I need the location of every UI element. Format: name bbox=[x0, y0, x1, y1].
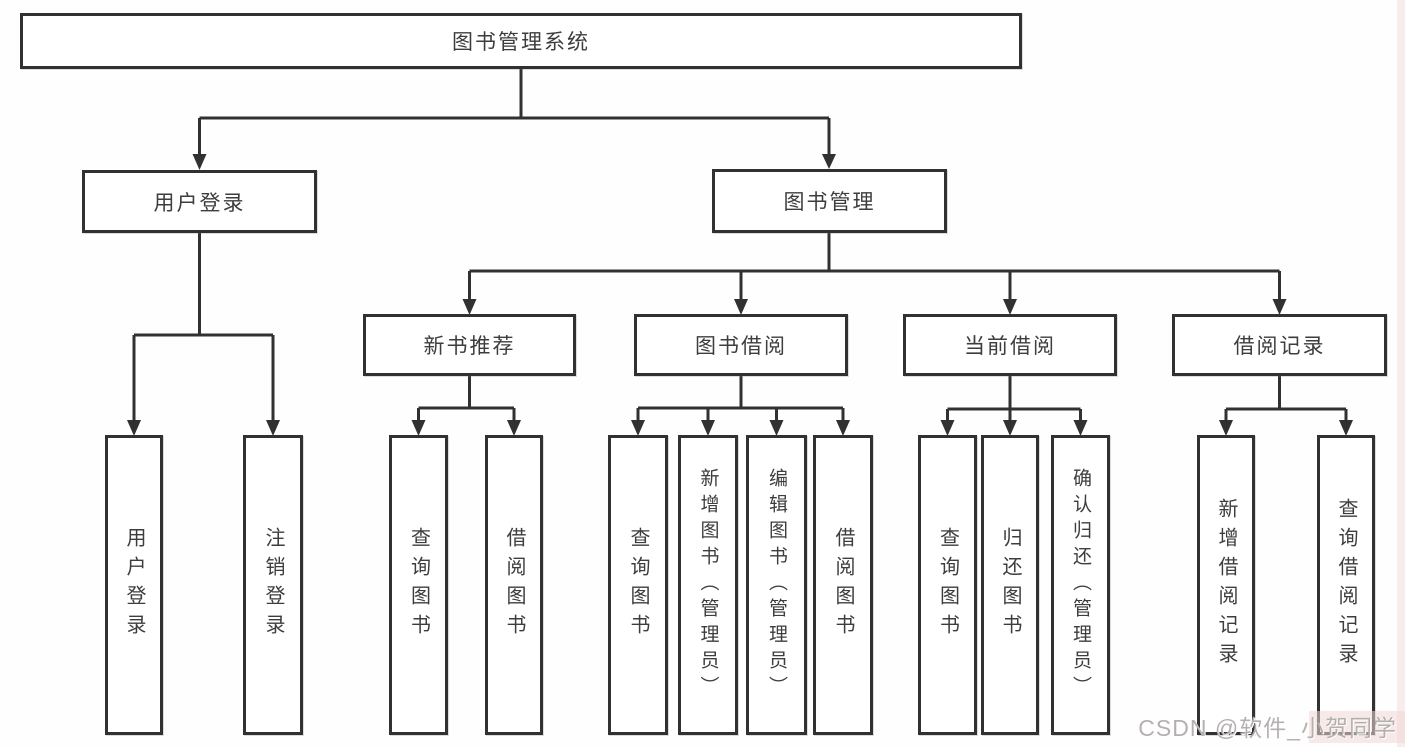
node-query-books-recommend-label: 查询图书 bbox=[407, 527, 430, 643]
arrowheads-level2 bbox=[192, 154, 836, 170]
node-new-book-recommendation: 新书推荐 bbox=[363, 314, 576, 376]
node-query-books-borrow-label: 查询图书 bbox=[627, 527, 649, 643]
node-return-books-label: 归还图书 bbox=[999, 527, 1021, 643]
node-borrow-books-recommend-label: 借阅图书 bbox=[503, 527, 525, 643]
node-logout: 注销登录 bbox=[243, 435, 303, 735]
node-add-books-admin: 新增图书（管理员） bbox=[678, 435, 738, 735]
watermark: CSDN @软件_小贺同学 bbox=[1138, 715, 1397, 741]
node-borrow-books-recommend: 借阅图书 bbox=[485, 435, 543, 735]
node-borrowing-records-label: 借阅记录 bbox=[1233, 335, 1326, 358]
arrowheads-borrowing-records-children bbox=[1219, 420, 1353, 436]
arrowheads-user-login-children bbox=[127, 420, 280, 436]
connector-book-management-children bbox=[468, 233, 1281, 300]
node-query-borrow-record: 查询借阅记录 bbox=[1317, 435, 1375, 735]
node-borrow-books-label: 借阅图书 bbox=[832, 527, 854, 643]
node-query-books-borrow: 查询图书 bbox=[608, 435, 668, 735]
node-user-login-label: 用户登录 bbox=[153, 191, 246, 215]
node-query-books-current: 查询图书 bbox=[918, 435, 977, 735]
node-borrowing-records: 借阅记录 bbox=[1172, 314, 1387, 376]
node-current-borrowing: 当前借阅 bbox=[903, 314, 1117, 376]
right-edge-tint bbox=[1397, 0, 1405, 747]
node-new-book-recommendation-label: 新书推荐 bbox=[423, 335, 516, 358]
node-user-login-action-label: 用户登录 bbox=[123, 527, 145, 643]
watermark-tint bbox=[1309, 711, 1405, 743]
node-add-borrow-record-label: 新增借阅记录 bbox=[1215, 498, 1237, 672]
node-current-borrowing-label: 当前借阅 bbox=[964, 335, 1056, 358]
node-query-borrow-record-label: 查询借阅记录 bbox=[1335, 498, 1357, 672]
node-book-management-label: 图书管理 bbox=[783, 191, 876, 214]
arrowheads-current-borrowing-children bbox=[940, 420, 1088, 436]
node-query-books-current-label: 查询图书 bbox=[936, 527, 959, 643]
arrowheads-book-borrowing-children bbox=[631, 420, 850, 436]
node-return-books: 归还图书 bbox=[981, 435, 1039, 735]
node-add-books-admin-label: 新增图书（管理员） bbox=[697, 468, 719, 702]
connector-book-borrowing-children bbox=[636, 376, 845, 421]
arrowheads-level3 bbox=[462, 299, 1287, 315]
node-book-borrowing: 图书借阅 bbox=[634, 314, 848, 376]
connector-new-book-children bbox=[417, 376, 516, 421]
node-confirm-return-admin: 确认归还（管理员） bbox=[1051, 435, 1110, 735]
node-root: 图书管理系统 bbox=[20, 13, 1022, 69]
arrowheads-new-book-children bbox=[411, 420, 521, 436]
node-root-label: 图书管理系统 bbox=[452, 31, 590, 54]
node-book-borrowing-label: 图书借阅 bbox=[695, 335, 787, 358]
connector-user-login-children bbox=[132, 233, 275, 421]
connector-borrowing-records-children bbox=[1224, 376, 1348, 421]
node-confirm-return-admin-label: 确认归还（管理员） bbox=[1070, 468, 1091, 702]
node-edit-books-admin: 编辑图书（管理员） bbox=[746, 435, 807, 735]
connector-current-borrowing-children bbox=[946, 376, 1082, 421]
node-borrow-books: 借阅图书 bbox=[813, 435, 873, 735]
node-edit-books-admin-label: 编辑图书（管理员） bbox=[766, 468, 787, 702]
node-user-login: 用户登录 bbox=[82, 170, 317, 233]
node-logout-label: 注销登录 bbox=[262, 527, 284, 643]
node-book-management: 图书管理 bbox=[712, 169, 947, 233]
node-add-borrow-record: 新增借阅记录 bbox=[1197, 435, 1255, 735]
node-query-books-recommend: 查询图书 bbox=[389, 435, 448, 735]
connector-root-to-level2 bbox=[198, 69, 831, 156]
node-user-login-action: 用户登录 bbox=[105, 435, 163, 735]
